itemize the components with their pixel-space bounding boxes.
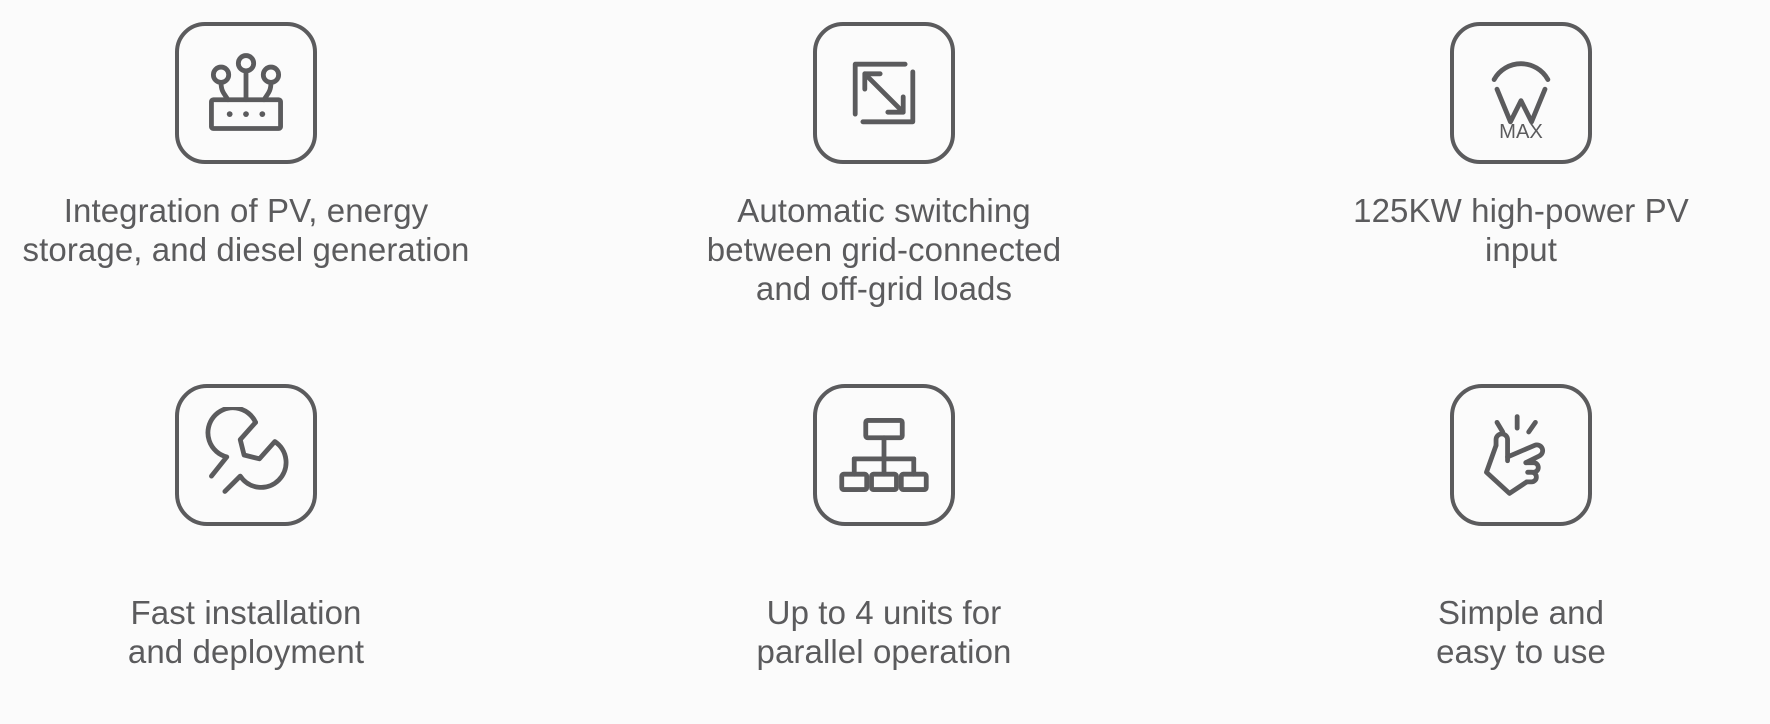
- hierarchy-icon: [812, 384, 955, 526]
- feature-card-automatic-switching: Automatic switching between grid-connect…: [590, 0, 1180, 362]
- feature-card-high-power-pv: MAX 125KW high-power PV input: [1180, 0, 1770, 362]
- wrench-icon: [175, 384, 317, 526]
- feature-card-integration: Integration of PV, energy storage, and d…: [0, 0, 590, 362]
- feature-caption: Integration of PV, energy storage, and d…: [22, 192, 470, 268]
- pv-energy-storage-icon: [175, 22, 317, 164]
- feature-card-parallel-operation: Up to 4 units for parallel operation: [590, 362, 1180, 724]
- feature-caption: Up to 4 units for parallel operation: [756, 594, 1012, 670]
- max-label: MAX: [1499, 121, 1543, 141]
- feature-caption: Fast installation and deployment: [127, 594, 365, 670]
- feature-card-fast-installation: Fast installation and deployment: [0, 362, 590, 724]
- switching-arrows-icon: [813, 22, 955, 164]
- feature-caption: 125KW high-power PV input: [1353, 192, 1689, 268]
- pointing-hand-click-icon: [1450, 384, 1592, 526]
- feature-caption: Automatic switching between grid-connect…: [706, 192, 1062, 307]
- max-power-icon: MAX: [1450, 22, 1592, 164]
- feature-card-simple-to-use: Simple and easy to use: [1180, 362, 1770, 724]
- feature-caption: Simple and easy to use: [1436, 594, 1606, 670]
